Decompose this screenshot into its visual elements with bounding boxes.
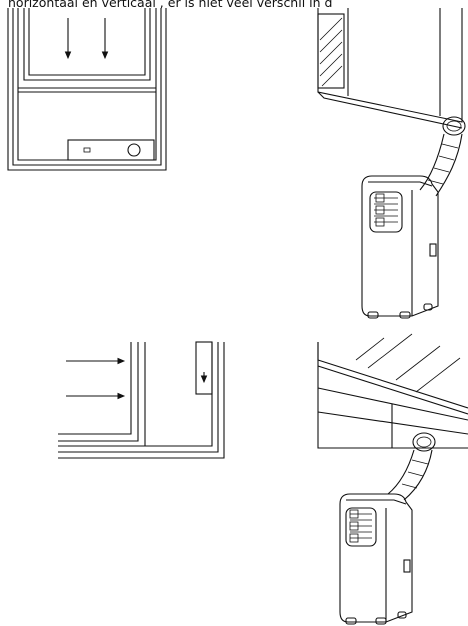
air-conditioner-icon [339,493,413,625]
exhaust-hose-icon [419,116,466,197]
window-frame-icon [7,8,167,171]
air-conditioner-icon [361,175,439,319]
manual-caption-text: horizontaal en verticaal , er is niet ve… [8,0,333,10]
window-kit-icon [67,139,155,161]
window-frame-icon [58,341,225,459]
arrow-right-icon [66,357,126,400]
window-frame-icon [317,8,463,129]
window-horizontal-sliding-figure [58,341,225,459]
exhaust-hose-icon [387,432,436,501]
arrow-down-icon [64,18,109,60]
window-frame-icon [317,333,468,449]
ac-unit-horizontal-window-figure [317,333,468,625]
ac-unit-under-window-figure [317,8,466,319]
window-vertical-sliding-figure [7,8,167,171]
